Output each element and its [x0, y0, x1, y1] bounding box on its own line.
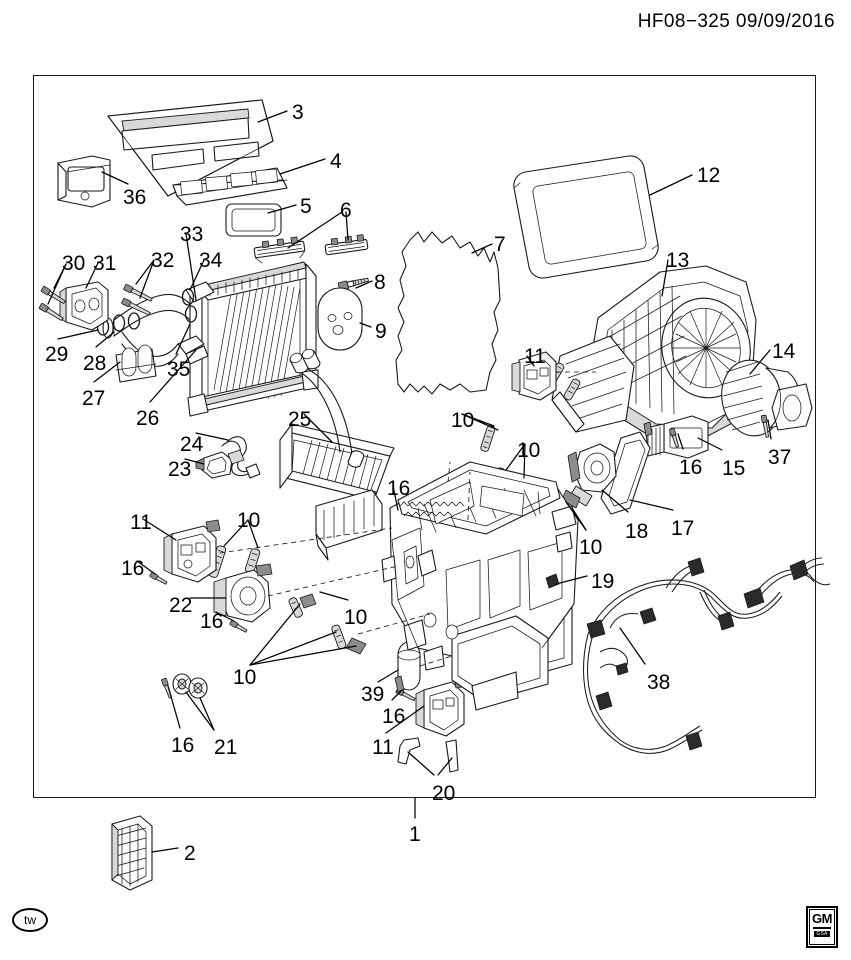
callout-27-clip: 27 [82, 387, 106, 410]
callout-2-connector: 2 [184, 842, 196, 865]
part-37-screw [760, 414, 769, 438]
callout-22-mode-actuator: 22 [169, 594, 193, 617]
gm-logo-badge: GM GSA [806, 906, 838, 948]
gm-logo-text: GM [812, 911, 832, 926]
callout-10-actuator-link-c: 10 [579, 536, 603, 559]
part-27-clip [115, 344, 157, 383]
drawing-code-label: HF08−325 09/09/2016 [637, 11, 835, 32]
gm-logo-rule [813, 927, 831, 929]
callout-20-clip: 20 [432, 782, 456, 805]
part-1-hvac-case [381, 461, 579, 711]
part-36-display [57, 155, 111, 208]
part-38-harness [583, 557, 831, 754]
callout-10-actuator-link-e: 10 [344, 606, 368, 629]
part-21-grommets [172, 673, 208, 699]
origin-mark-oval [12, 908, 48, 932]
part-11-actuator-b [163, 519, 221, 583]
callout-35-seal-oring: 35 [167, 358, 191, 381]
callout-10-actuator-link-d: 10 [237, 509, 261, 532]
callout-21-grommet: 21 [214, 736, 238, 759]
callout-5-seal: 5 [300, 195, 312, 218]
part-15-blower-resistor [643, 415, 709, 459]
callout-3-instrument-panel-duct: 3 [292, 101, 304, 124]
callout-31-expansion-valve: 31 [93, 252, 117, 275]
callout-11-actuator-motor: 11 [524, 345, 546, 368]
origin-mark-tw: tw [12, 908, 48, 932]
callout-24-hose: 24 [180, 433, 204, 456]
callout-16-screw: 16 [679, 456, 703, 479]
callout-15-blower-resistor: 15 [722, 457, 746, 480]
callout-9-cover: 9 [375, 320, 387, 343]
part-10-links [208, 362, 581, 655]
callout-8-screw: 8 [374, 271, 386, 294]
part-6-brackets [253, 234, 369, 264]
part-duct-left [315, 489, 383, 561]
callout-10-actuator-link: 10 [451, 409, 475, 432]
header-bar: HF08−325 09/09/2016 [0, 0, 851, 46]
callout-30-bolt: 30 [62, 252, 86, 275]
callout-12-seal-gasket: 12 [697, 164, 721, 187]
callout-16-screw-e: 16 [382, 705, 406, 728]
part-25-heater-core [279, 348, 395, 501]
part-3-panel [107, 99, 274, 197]
callout-16-screw-f: 16 [387, 477, 411, 500]
gm-logo-subtext: GSA [814, 931, 830, 937]
callout-18-recirculation-actuator: 18 [625, 520, 649, 543]
part-5-seal [225, 203, 282, 237]
part-38-harness-connectors [545, 557, 809, 751]
callout-39-vacuum-tank: 39 [361, 683, 385, 706]
callout-26-evaporator-core: 26 [136, 407, 160, 430]
callout-36-control-display: 36 [123, 186, 147, 209]
part-26-evaporator [187, 261, 319, 417]
callout-28-seal-oring: 28 [83, 352, 107, 375]
callout-7-insulator: 7 [494, 233, 506, 256]
callout-13-blower-case: 13 [666, 249, 690, 272]
callout-34-seal-oring: 34 [199, 249, 223, 272]
part-13-blower-housing [551, 265, 757, 441]
callout-11-actuator-motor-b: 11 [130, 511, 152, 534]
part-9-cover [317, 287, 363, 351]
callout-33-tube-assembly: 33 [180, 223, 204, 246]
part-31-expansion-valve [59, 281, 109, 331]
callout-19-lower-duct: 19 [591, 570, 615, 593]
part-16-screw-a [669, 427, 680, 448]
callout-29-seal-oring: 29 [45, 343, 69, 366]
diagram-frame-border [33, 75, 816, 798]
part-7-insulator [395, 231, 501, 395]
part-11-actuator-a [511, 351, 557, 401]
part-20-clips [397, 737, 459, 773]
part-2-connector [111, 815, 153, 891]
assembly-dashed-lines [219, 371, 596, 667]
callout-11-actuator-motor-c: 11 [372, 736, 394, 759]
callout-6-bracket: 6 [340, 199, 352, 222]
callout-25-heater-core: 25 [288, 408, 312, 431]
callout-38-wiring-harness: 38 [647, 671, 671, 694]
part-18-recirc-actuator [561, 443, 617, 509]
part-4-grille [172, 167, 288, 206]
part-16-screws [149, 571, 416, 702]
part-22-mode-actuator [213, 563, 273, 623]
gm-logo-inner: GM GSA [809, 909, 835, 945]
part-12-gasket [513, 155, 659, 279]
callout-1-hvac-case-assembly: 1 [409, 823, 421, 846]
callout-32-bolt: 32 [151, 249, 175, 272]
callout-37-screw: 37 [768, 446, 792, 469]
part-39-tank [394, 641, 421, 693]
callout-14-blower-motor-wheel: 14 [772, 340, 796, 363]
part-23-valve [195, 449, 245, 479]
part-14-blower-motor [721, 359, 813, 437]
callout-10-actuator-link-f: 10 [233, 666, 257, 689]
part-24-hose [221, 436, 261, 479]
origin-mark-label: tw [24, 913, 36, 927]
callout-4-defroster-grille: 4 [330, 150, 342, 173]
callout-10-actuator-link-b: 10 [517, 439, 541, 462]
callout-23-valve: 23 [168, 458, 192, 481]
callout-16-screw-b: 16 [121, 557, 145, 580]
callout-17-filter: 17 [671, 517, 695, 540]
callout-16-screw-c: 16 [200, 610, 224, 633]
callout-16-screw-d: 16 [171, 734, 195, 757]
leader-lines [47, 110, 772, 853]
